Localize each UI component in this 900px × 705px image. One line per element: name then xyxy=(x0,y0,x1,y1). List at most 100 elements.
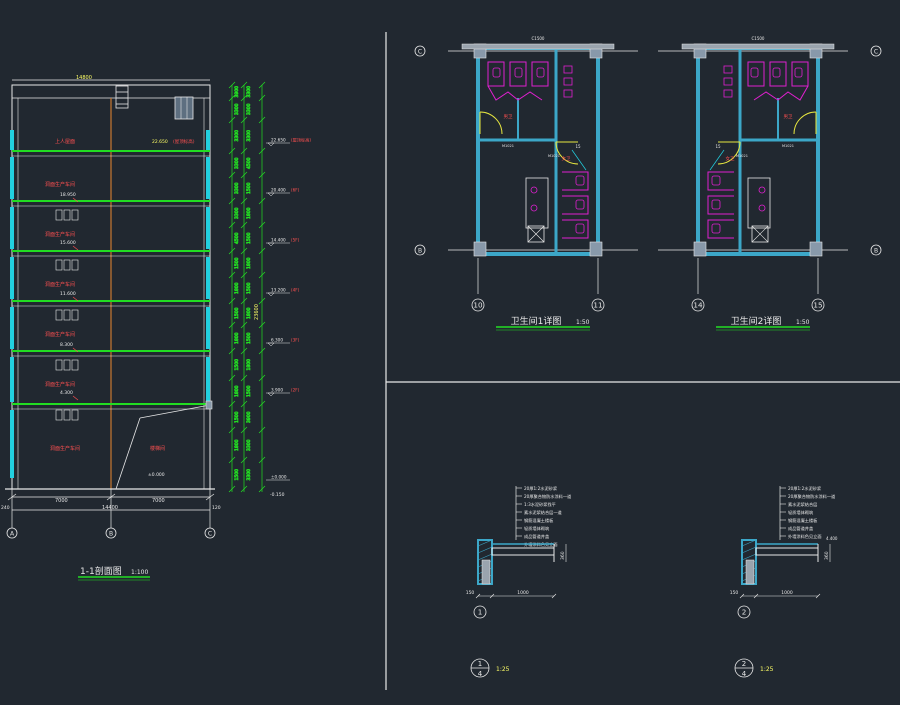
urinal-fixture xyxy=(723,77,733,86)
toilet1-axis-row-B-label: B xyxy=(418,247,422,254)
detail1-dim-left: 150 xyxy=(466,590,475,596)
detail1-ref-bubble-label: 1 xyxy=(478,608,483,617)
stall-partition xyxy=(747,61,765,87)
elev-triangle xyxy=(267,192,275,197)
vertical-dim-text: 1500 xyxy=(246,232,252,244)
section-1-1-drawing[interactable]: 14800 上人屋面 (屋顶标 xyxy=(1,75,311,581)
elevation-note: (屋顶标高) xyxy=(291,137,311,144)
section-axis-C xyxy=(204,527,216,539)
total-width-dim: 14400 xyxy=(102,505,118,511)
dim-tick xyxy=(475,593,481,599)
elevation-value: 13.200 xyxy=(271,288,286,293)
toilet1-womens-label: 女卫 xyxy=(562,155,571,162)
floor-slabs xyxy=(12,150,210,410)
ground-room-label: 洞面生产车间 xyxy=(50,445,80,452)
detail2-note-4: 轻质墙体砌筑 xyxy=(788,509,814,516)
left-facade-column xyxy=(10,410,14,478)
section-scale: 1:100 xyxy=(131,569,148,576)
dim-tick xyxy=(228,400,236,408)
stall-partition xyxy=(769,61,787,87)
vertical-dim-text: 1500 xyxy=(234,469,240,481)
dim-tick xyxy=(240,374,248,382)
interior-window xyxy=(63,409,71,421)
interior-window xyxy=(71,259,79,271)
dim-tick xyxy=(240,94,248,102)
vertical-dim-text: 1500 xyxy=(246,182,252,194)
corner-column xyxy=(589,241,603,257)
womens-stall xyxy=(707,219,734,239)
label-leader xyxy=(72,395,79,401)
node-detail-2[interactable]: 20厚1:2水泥砂浆20厚聚合物防水涂料一道素水泥浆结合层轻质墙体砌筑钢筋混凝土… xyxy=(730,485,838,678)
dim-tick xyxy=(240,426,248,434)
elevation-value: 14.400 xyxy=(271,238,286,243)
detail2-level-mark: 4.400 xyxy=(826,536,838,541)
vertical-dim-text: 1800 xyxy=(246,359,252,371)
vertical-dim-text: 1800 xyxy=(234,332,240,344)
toilet1-mens-label: 男卫 xyxy=(504,114,513,120)
corner-column xyxy=(473,241,487,257)
vertical-dim-text: 1500 xyxy=(234,359,240,371)
vertical-dim-text: 1500 xyxy=(234,257,240,269)
vertical-dim-text: 1500 xyxy=(246,332,252,344)
wall-hatch xyxy=(477,553,493,561)
toilet-fixture xyxy=(575,175,585,186)
toilet2-axis-col-15 xyxy=(811,298,825,312)
dim-tick xyxy=(258,321,266,329)
toilet-outer-wall xyxy=(696,46,820,256)
stall-partition xyxy=(487,61,505,87)
roof-stair-tower xyxy=(115,85,129,109)
floor-level-mark: 8.300 xyxy=(60,342,73,348)
toilet2-axis-col-15-label: 15 xyxy=(813,301,822,310)
detail2-index-bottom: 4 xyxy=(742,670,747,678)
toilet1-axis-col-11 xyxy=(591,298,605,312)
interior-window xyxy=(63,209,71,221)
interior-window xyxy=(71,309,79,321)
wall-hatch xyxy=(741,546,757,554)
toilet2-womens-label: 女卫 xyxy=(726,155,735,162)
label-leader xyxy=(72,245,79,251)
toilet2-top-dim: C1500 xyxy=(752,36,765,41)
elevation-value: 22.650 xyxy=(271,138,286,143)
vertical-dim-text: 1800 xyxy=(234,439,240,451)
urinal-fixture xyxy=(563,89,573,98)
vertical-dim-text: 3300 xyxy=(246,86,252,98)
dim-tick xyxy=(228,94,236,102)
dim-tick xyxy=(240,297,248,305)
toilet2-title: 卫生间2详图 xyxy=(731,315,782,327)
door-swing-mens xyxy=(793,111,817,135)
wash-counter xyxy=(747,177,771,229)
wall-hatch xyxy=(477,546,493,554)
toilet2-door-label: M1021 xyxy=(782,144,794,148)
detail2-dim-width: 1000 xyxy=(781,590,793,596)
dim-tick xyxy=(228,485,236,493)
interior-window xyxy=(71,209,79,221)
section-axis-C-label: C xyxy=(208,530,212,537)
right-facade-column xyxy=(206,307,210,349)
toilet2-axis-row-B-label: B xyxy=(874,247,878,254)
wash-counter xyxy=(525,177,549,229)
detail2-note-5: 钢筋混凝土楼板 xyxy=(788,517,818,524)
floor-level-mark: 15.600 xyxy=(60,240,76,246)
node-detail-1[interactable]: 20厚1:2水泥砂浆20厚聚合物防水涂料一道1:3水泥砂浆找平素水泥浆结合层一道… xyxy=(466,485,572,678)
toilet1-scale: 1:50 xyxy=(576,319,590,326)
dim-tick xyxy=(240,116,248,124)
detail2-note-2: 20厚聚合物防水涂料一道 xyxy=(788,493,836,500)
toilet2-axis-col-14 xyxy=(691,298,705,312)
right-facade-column xyxy=(206,130,210,150)
interior-window xyxy=(71,359,79,371)
stall-doors xyxy=(753,85,809,101)
bay-dim-2: 7000 xyxy=(152,498,165,504)
toilet-fixture xyxy=(492,67,501,78)
roof-water-tank xyxy=(174,96,194,120)
dim-tick xyxy=(228,297,236,305)
stair-room-label: 楼梯间 xyxy=(150,445,165,452)
dim-tick xyxy=(258,247,266,255)
mop-sink-cross xyxy=(527,225,545,243)
stall-partition xyxy=(531,61,549,87)
detail2-note-7: 外墙涂料色见立面 xyxy=(788,533,822,540)
corner-column xyxy=(809,241,823,257)
